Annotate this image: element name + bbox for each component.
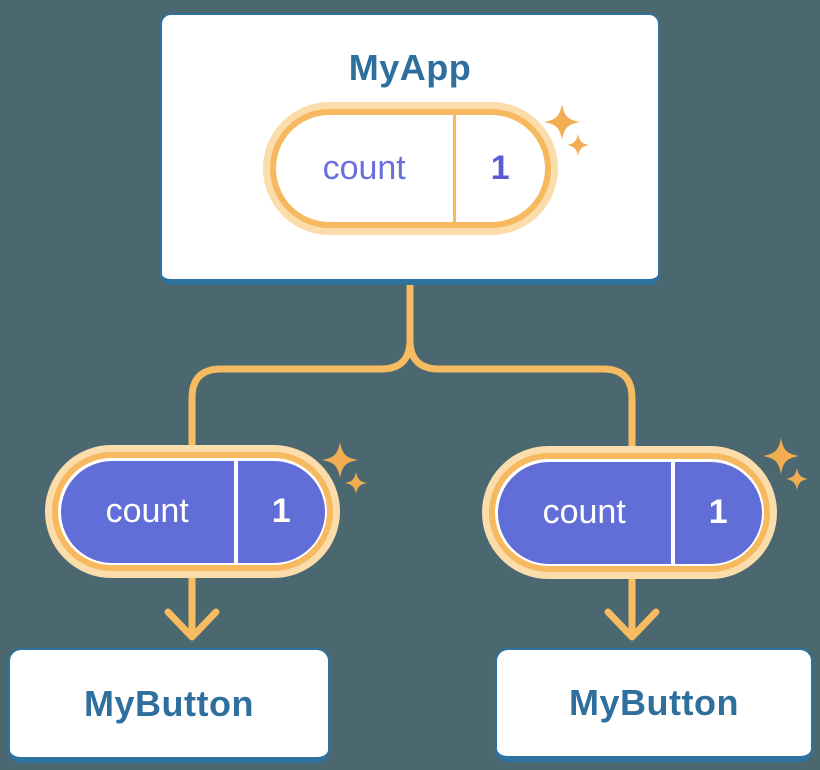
state-pill: count 1 (45, 445, 340, 578)
sparkle-icon (544, 104, 589, 156)
pill-divider (233, 460, 238, 563)
state-name: count (542, 493, 626, 531)
state-pill-body: count 1 (60, 460, 325, 563)
component-node-myapp: MyApp count 1 (160, 13, 660, 285)
arrow-down-icon (604, 608, 660, 641)
state-pill-body: count 1 (275, 115, 545, 222)
component-title: MyButton (84, 682, 254, 724)
pill-divider (670, 461, 675, 564)
state-name: count (105, 492, 189, 530)
branch-line-right (406, 283, 636, 634)
state-pill: count 1 (262, 102, 558, 235)
state-pill-outline: count 1 (495, 459, 764, 566)
sparkle-icon (322, 442, 367, 494)
state-pill: count 1 (482, 446, 777, 579)
state-pill-outline: count 1 (58, 458, 327, 565)
state-value: 1 (708, 493, 728, 531)
component-title: MyButton (569, 682, 739, 723)
state-pill-body: count 1 (497, 461, 762, 564)
state-value: 1 (271, 492, 291, 530)
arrow-down-icon (164, 608, 220, 641)
state-value: 1 (490, 149, 510, 187)
component-title: MyApp (348, 47, 472, 88)
state-name: count (322, 149, 406, 187)
component-node-mybutton-left: MyButton (8, 648, 330, 763)
sparkle-icon (763, 438, 808, 490)
pill-divider (452, 115, 456, 222)
component-node-mybutton-right: MyButton (495, 648, 813, 762)
